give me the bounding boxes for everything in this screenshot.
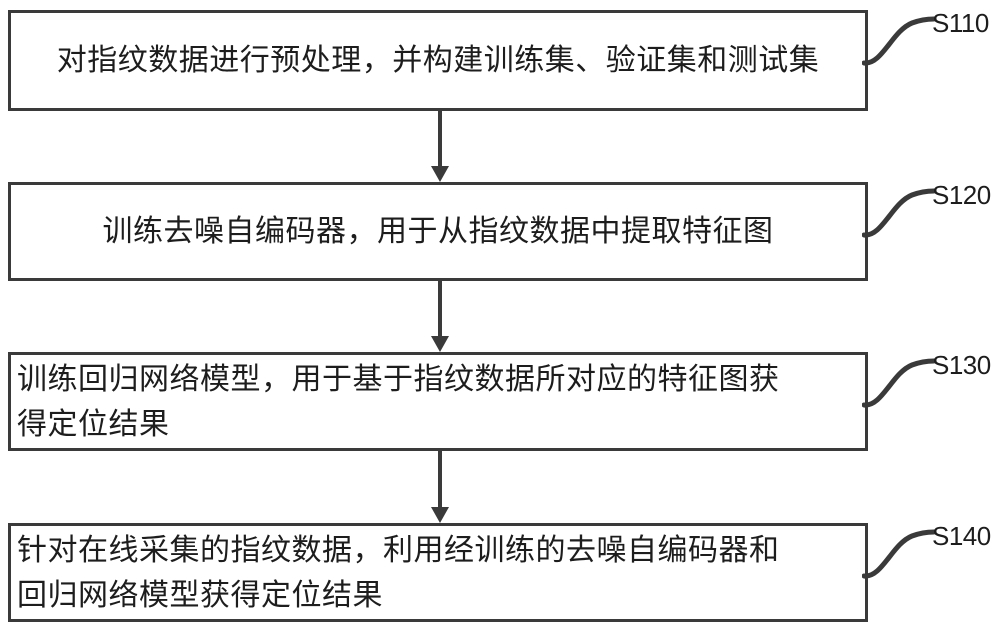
step-text-s120: 训练去噪自编码器，用于从指纹数据中提取特征图 (102, 214, 774, 249)
connector-arrow-s110-to-s120 (431, 111, 449, 182)
step-text-s140: 针对在线采集的指纹数据，利用经训练的去噪自编码器和 回归网络模型获得定位结果 (17, 532, 780, 613)
step-text-s130: 训练回归网络模型，用于基于指纹数据所对应的特征图获 得定位结果 (17, 361, 780, 442)
connector-arrow-s130-to-s140 (431, 451, 449, 523)
connector-shaft (438, 451, 442, 509)
step-text-s110: 对指纹数据进行预处理，并构建训练集、验证集和测试集 (56, 43, 820, 78)
step-reference-label-s140: S140 (932, 521, 991, 551)
step-reference-label-s110: S110 (932, 8, 989, 38)
connector-arrow-s120-to-s130 (431, 281, 449, 352)
flowchart-step-box-s130: 训练回归网络模型，用于基于指纹数据所对应的特征图获 得定位结果 (8, 352, 868, 451)
arrowhead-down-icon (431, 336, 449, 352)
flowchart-step-box-s110: 对指纹数据进行预处理，并构建训练集、验证集和测试集 (8, 10, 868, 111)
leader-line-s130 (862, 358, 937, 408)
step-reference-label-s120: S120 (932, 180, 991, 210)
leader-line-s120 (862, 188, 937, 238)
arrowhead-down-icon (431, 507, 449, 523)
arrowhead-down-icon (431, 166, 449, 182)
flowchart-step-box-s120: 训练去噪自编码器，用于从指纹数据中提取特征图 (8, 182, 868, 281)
connector-shaft (438, 111, 442, 168)
leader-line-s140 (862, 529, 937, 579)
connector-shaft (438, 281, 442, 338)
flowchart-step-box-s140: 针对在线采集的指纹数据，利用经训练的去噪自编码器和 回归网络模型获得定位结果 (8, 523, 868, 622)
step-reference-label-s130: S130 (932, 350, 991, 380)
leader-line-s110 (862, 16, 937, 66)
